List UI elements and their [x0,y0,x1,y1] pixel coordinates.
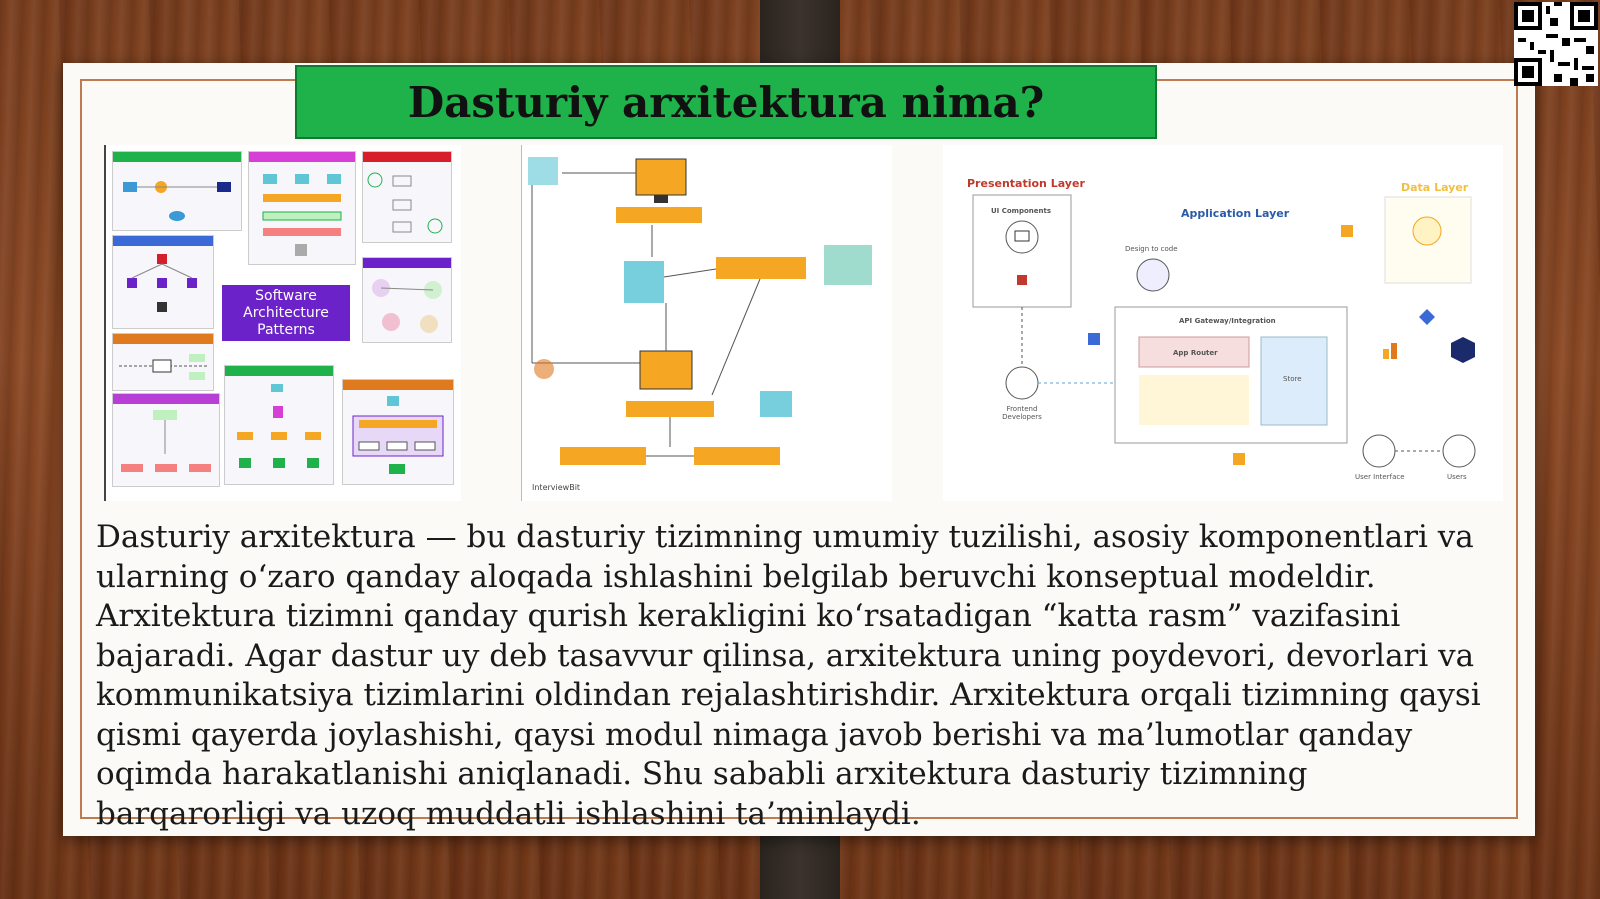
ui-components-label: UI Components [991,207,1052,215]
api-gateway-label: API Gateway/Integration [1179,317,1276,325]
pattern-tile [112,393,220,487]
slide: Dasturiy arxitektura nima? Software Arch… [63,63,1535,836]
flowchart-image: InterviewBit [521,145,892,501]
frontend-developers-label: Frontend Developers [1002,405,1042,421]
pattern-tile [112,151,242,231]
application-layer-label: Application Layer [1181,207,1290,220]
user-interface-label: User Interface [1355,473,1405,481]
pattern-tile [248,151,356,265]
flowchart-watermark: InterviewBit [532,483,581,492]
slide-body-text: Dasturiy arxitektura — bu dasturiy tizim… [96,519,1481,832]
users-label: Users [1447,473,1467,481]
pattern-tile [342,379,454,485]
pattern-tile [362,257,452,343]
design-to-code-label: Design to code [1125,245,1178,253]
pattern-tile [362,151,452,243]
pattern-tile [224,365,334,485]
qr-code [1514,2,1598,86]
pattern-tile [112,333,214,391]
layered-architecture-diagram [972,194,1476,468]
layered-architecture-image: Presentation Layer Application Layer Dat… [943,145,1503,501]
presentation-layer-label: Presentation Layer [967,177,1085,190]
store-label: Store [1283,375,1302,383]
patterns-center-label: Software Architecture Patterns [222,285,350,341]
data-layer-label: Data Layer [1401,181,1469,194]
pattern-tile [112,235,214,329]
app-router-label: App Router [1173,349,1218,357]
title-box: Dasturiy arxitektura nima? [295,65,1157,139]
architecture-patterns-image: Software Architecture Patterns [104,145,461,501]
slide-title: Dasturiy arxitektura nima? [407,77,1045,127]
flowchart-diagram [528,157,872,465]
